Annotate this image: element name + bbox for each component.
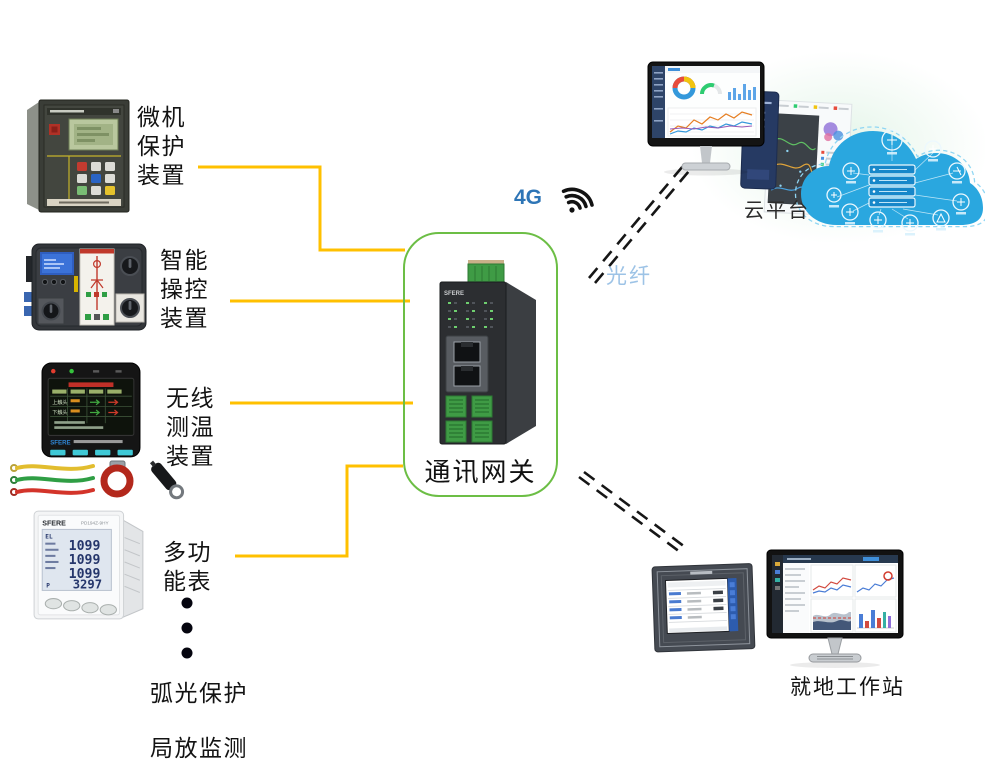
connector-line-meter xyxy=(235,464,403,558)
label-line: 操控 xyxy=(160,277,209,302)
gateway-label: 通讯网关 xyxy=(424,458,537,487)
temperature-sensors-image xyxy=(10,460,185,500)
cloud-monitor xyxy=(647,61,765,176)
label-wireless-temperature: 无线 测温 装置 xyxy=(166,384,215,471)
label-line: 装置 xyxy=(160,306,209,331)
meter-reading-2: 1099 xyxy=(69,553,101,568)
temp-row-1: 上触头 xyxy=(52,399,67,406)
temp-brand: SFERE xyxy=(50,440,70,447)
fiber-line-up-2 xyxy=(594,170,690,284)
hmi-panel xyxy=(651,563,756,653)
gateway-brand: SFERE xyxy=(444,291,464,297)
label-line: 微机 xyxy=(137,105,186,130)
meter-reading-3: 1099 xyxy=(69,567,101,582)
meter-tag: EL xyxy=(45,534,53,541)
label-line: 装置 xyxy=(166,444,215,469)
cloud-icon xyxy=(794,126,985,236)
intelligent-control-device-image xyxy=(24,243,147,331)
more-devices-ellipsis xyxy=(181,597,193,659)
label-microcomputer-protection: 微机 保护 装置 xyxy=(137,103,186,190)
fiber-label: 光纤 xyxy=(606,264,652,288)
cellular-4g-label: 4G xyxy=(514,186,543,209)
label-arc-protection: 弧光保护 xyxy=(150,681,248,706)
gateway-terminal-blocks xyxy=(445,395,493,443)
cloud-server-stack xyxy=(868,164,916,208)
fiber-line-up-1 xyxy=(588,165,684,279)
label-multifunction-meter: 多功 能表 xyxy=(163,538,212,596)
meter-bottom-tag: P xyxy=(46,582,50,589)
connector-line-protection xyxy=(198,165,405,252)
label-line: 保护 xyxy=(137,134,186,159)
label-line: 测温 xyxy=(166,415,215,440)
label-line: 智能 xyxy=(160,248,209,273)
label-line: 能表 xyxy=(163,569,212,594)
cloud-platform-label: 云平台 xyxy=(744,200,810,222)
microcomputer-protection-device-image xyxy=(27,99,130,213)
meter-brand: SFERE xyxy=(42,519,66,527)
cloud-platform-image xyxy=(647,61,985,236)
label-intelligent-control: 智能 操控 装置 xyxy=(160,246,209,333)
gateway-device-image: SFERE xyxy=(439,260,536,445)
wifi-icon xyxy=(561,187,594,213)
meter-model: PD194Z-9HY xyxy=(81,520,109,525)
multifunction-meter-image: SFERE PD194Z-9HY EL 1099 1099 1099 P 329… xyxy=(33,510,144,620)
label-line: 多功 xyxy=(163,540,212,565)
meter-bottom-value: 3297 xyxy=(73,577,102,591)
temp-row-2: 下触头 xyxy=(52,409,67,416)
label-line: 无线 xyxy=(166,386,215,411)
workstation-label: 就地工作站 xyxy=(790,675,905,699)
wireless-temperature-device-image: 上触头 下触头 SFERE xyxy=(41,362,141,458)
local-workstation-image xyxy=(651,549,904,668)
label-line: 装置 xyxy=(137,163,186,188)
workstation-monitor xyxy=(766,549,904,668)
fiber-line-down-1 xyxy=(583,470,690,552)
label-partial-discharge: 局放监测 xyxy=(150,736,248,761)
meter-reading-1: 1099 xyxy=(69,539,101,554)
fiber-line-down-2 xyxy=(578,475,685,557)
gateway-zone-box xyxy=(403,232,558,497)
gateway-led-grid xyxy=(448,302,493,328)
